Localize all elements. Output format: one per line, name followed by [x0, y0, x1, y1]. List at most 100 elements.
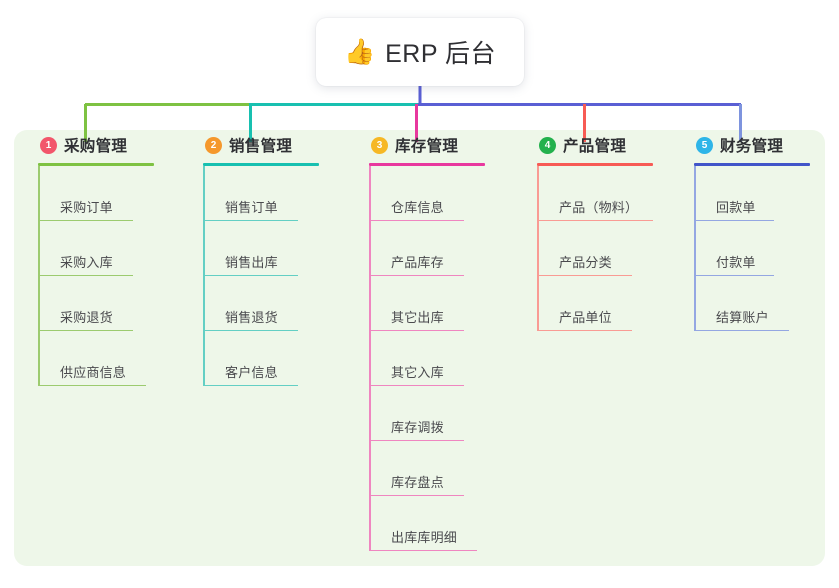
root-node-label: ERP 后台 — [385, 40, 497, 68]
list-item[interactable]: 回款单 — [694, 166, 810, 221]
leaf-rule — [694, 219, 774, 221]
leaf-rule — [38, 274, 133, 276]
list-item[interactable]: 结算账户 — [694, 276, 810, 331]
list-item[interactable]: 库存盘点 — [369, 441, 485, 496]
branch-title-product: 产品管理 — [563, 138, 627, 155]
list-item[interactable]: 产品单位 — [537, 276, 653, 331]
branch-header-purchasing[interactable]: 1 采购管理 — [38, 130, 154, 160]
leaf-rule — [537, 329, 632, 331]
branch-column-product: 4 产品管理 产品（物料） 产品分类 产品单位 — [537, 130, 653, 331]
branch-header-product[interactable]: 4 产品管理 — [537, 130, 653, 160]
branch-items-product: 产品（物料） 产品分类 产品单位 — [537, 166, 653, 331]
leaf-rule — [203, 274, 298, 276]
leaf-label: 产品分类 — [559, 254, 612, 270]
leaf-label: 产品单位 — [559, 309, 612, 325]
branch-items-finance: 回款单 付款单 结算账户 — [694, 166, 810, 331]
leaf-rule — [38, 384, 146, 386]
leaf-rule — [203, 219, 298, 221]
leaf-label: 供应商信息 — [60, 364, 127, 380]
branch-badge-1: 1 — [40, 136, 57, 154]
leaf-label: 采购订单 — [60, 199, 113, 215]
leaf-rule — [369, 439, 464, 441]
list-item[interactable]: 销售出库 — [203, 221, 319, 276]
list-item[interactable]: 其它出库 — [369, 276, 485, 331]
leaf-rule — [38, 219, 133, 221]
list-item[interactable]: 采购退货 — [38, 276, 154, 331]
branch-title-sales: 销售管理 — [229, 138, 293, 155]
leaf-label: 库存调拨 — [391, 419, 444, 435]
branch-header-inventory[interactable]: 3 库存管理 — [369, 130, 485, 160]
leaf-label: 采购入库 — [60, 254, 113, 270]
branch-items-sales: 销售订单 销售出库 销售退货 客户信息 — [203, 166, 319, 386]
leaf-label: 库存盘点 — [391, 474, 444, 490]
branch-badge-5: 5 — [696, 136, 713, 154]
branch-spine-sales — [203, 166, 205, 386]
branch-items-purchasing: 采购订单 采购入库 采购退货 供应商信息 — [38, 166, 154, 386]
branch-rule-purchasing — [38, 163, 154, 166]
branch-rule-product — [537, 163, 653, 166]
list-item[interactable]: 供应商信息 — [38, 331, 154, 386]
branch-items-inventory: 仓库信息 产品库存 其它出库 其它入库 库存调拨 — [369, 166, 485, 551]
branch-badge-3: 3 — [371, 136, 388, 154]
branch-title-purchasing: 采购管理 — [64, 138, 128, 155]
branch-rule-sales — [203, 163, 319, 166]
leaf-label: 出库库明细 — [391, 529, 458, 545]
branch-badge-2: 2 — [205, 136, 222, 154]
list-item[interactable]: 其它入库 — [369, 331, 485, 386]
list-item[interactable]: 销售订单 — [203, 166, 319, 221]
leaf-label: 产品（物料） — [559, 199, 639, 215]
leaf-rule — [537, 219, 653, 221]
branch-columns-container: 1 采购管理 采购订单 采购入库 采购退货 供应商信 — [0, 130, 839, 566]
list-item[interactable]: 产品（物料） — [537, 166, 653, 221]
branch-column-purchasing: 1 采购管理 采购订单 采购入库 采购退货 供应商信 — [38, 130, 154, 386]
leaf-label: 销售订单 — [225, 199, 278, 215]
branch-title-inventory: 库存管理 — [395, 138, 459, 155]
leaf-label: 销售出库 — [225, 254, 278, 270]
list-item[interactable]: 客户信息 — [203, 331, 319, 386]
list-item[interactable]: 产品库存 — [369, 221, 485, 276]
list-item[interactable]: 产品分类 — [537, 221, 653, 276]
list-item[interactable]: 付款单 — [694, 221, 810, 276]
list-item[interactable]: 库存调拨 — [369, 386, 485, 441]
list-item[interactable]: 采购订单 — [38, 166, 154, 221]
list-item[interactable]: 采购入库 — [38, 221, 154, 276]
branch-spine-finance — [694, 166, 696, 331]
branch-title-finance: 财务管理 — [720, 138, 784, 155]
leaf-rule — [203, 329, 298, 331]
thumbs-up-icon: 👍 — [343, 37, 376, 66]
leaf-rule — [203, 384, 298, 386]
leaf-label: 付款单 — [716, 254, 756, 270]
list-item[interactable]: 仓库信息 — [369, 166, 485, 221]
leaf-rule — [369, 219, 464, 221]
leaf-label: 其它入库 — [391, 364, 444, 380]
branch-rule-inventory — [369, 163, 485, 166]
leaf-rule — [369, 329, 464, 331]
root-node-card[interactable]: 👍 ERP 后台 — [316, 18, 524, 86]
leaf-label: 结算账户 — [716, 309, 769, 325]
branch-spine-inventory — [369, 166, 371, 551]
leaf-label: 客户信息 — [225, 364, 278, 380]
leaf-label: 销售退货 — [225, 309, 278, 325]
leaf-rule — [369, 494, 464, 496]
branch-spine-product — [537, 166, 539, 331]
branch-header-finance[interactable]: 5 财务管理 — [694, 130, 810, 160]
leaf-rule — [369, 549, 477, 551]
branch-spine-purchasing — [38, 166, 40, 386]
leaf-rule — [694, 274, 774, 276]
leaf-rule — [38, 329, 133, 331]
branch-column-inventory: 3 库存管理 仓库信息 产品库存 其它出库 其它入库 — [369, 130, 485, 551]
list-item[interactable]: 出库库明细 — [369, 496, 485, 551]
branch-column-finance: 5 财务管理 回款单 付款单 结算账户 — [694, 130, 810, 331]
branch-badge-4: 4 — [539, 136, 556, 154]
leaf-label: 采购退货 — [60, 309, 113, 325]
branch-column-sales: 2 销售管理 销售订单 销售出库 销售退货 客户信息 — [203, 130, 319, 386]
list-item[interactable]: 销售退货 — [203, 276, 319, 331]
leaf-label: 其它出库 — [391, 309, 444, 325]
leaf-label: 产品库存 — [391, 254, 444, 270]
leaf-label: 回款单 — [716, 199, 756, 215]
leaf-label: 仓库信息 — [391, 199, 444, 215]
branch-header-sales[interactable]: 2 销售管理 — [203, 130, 319, 160]
leaf-rule — [369, 384, 464, 386]
leaf-rule — [537, 274, 632, 276]
